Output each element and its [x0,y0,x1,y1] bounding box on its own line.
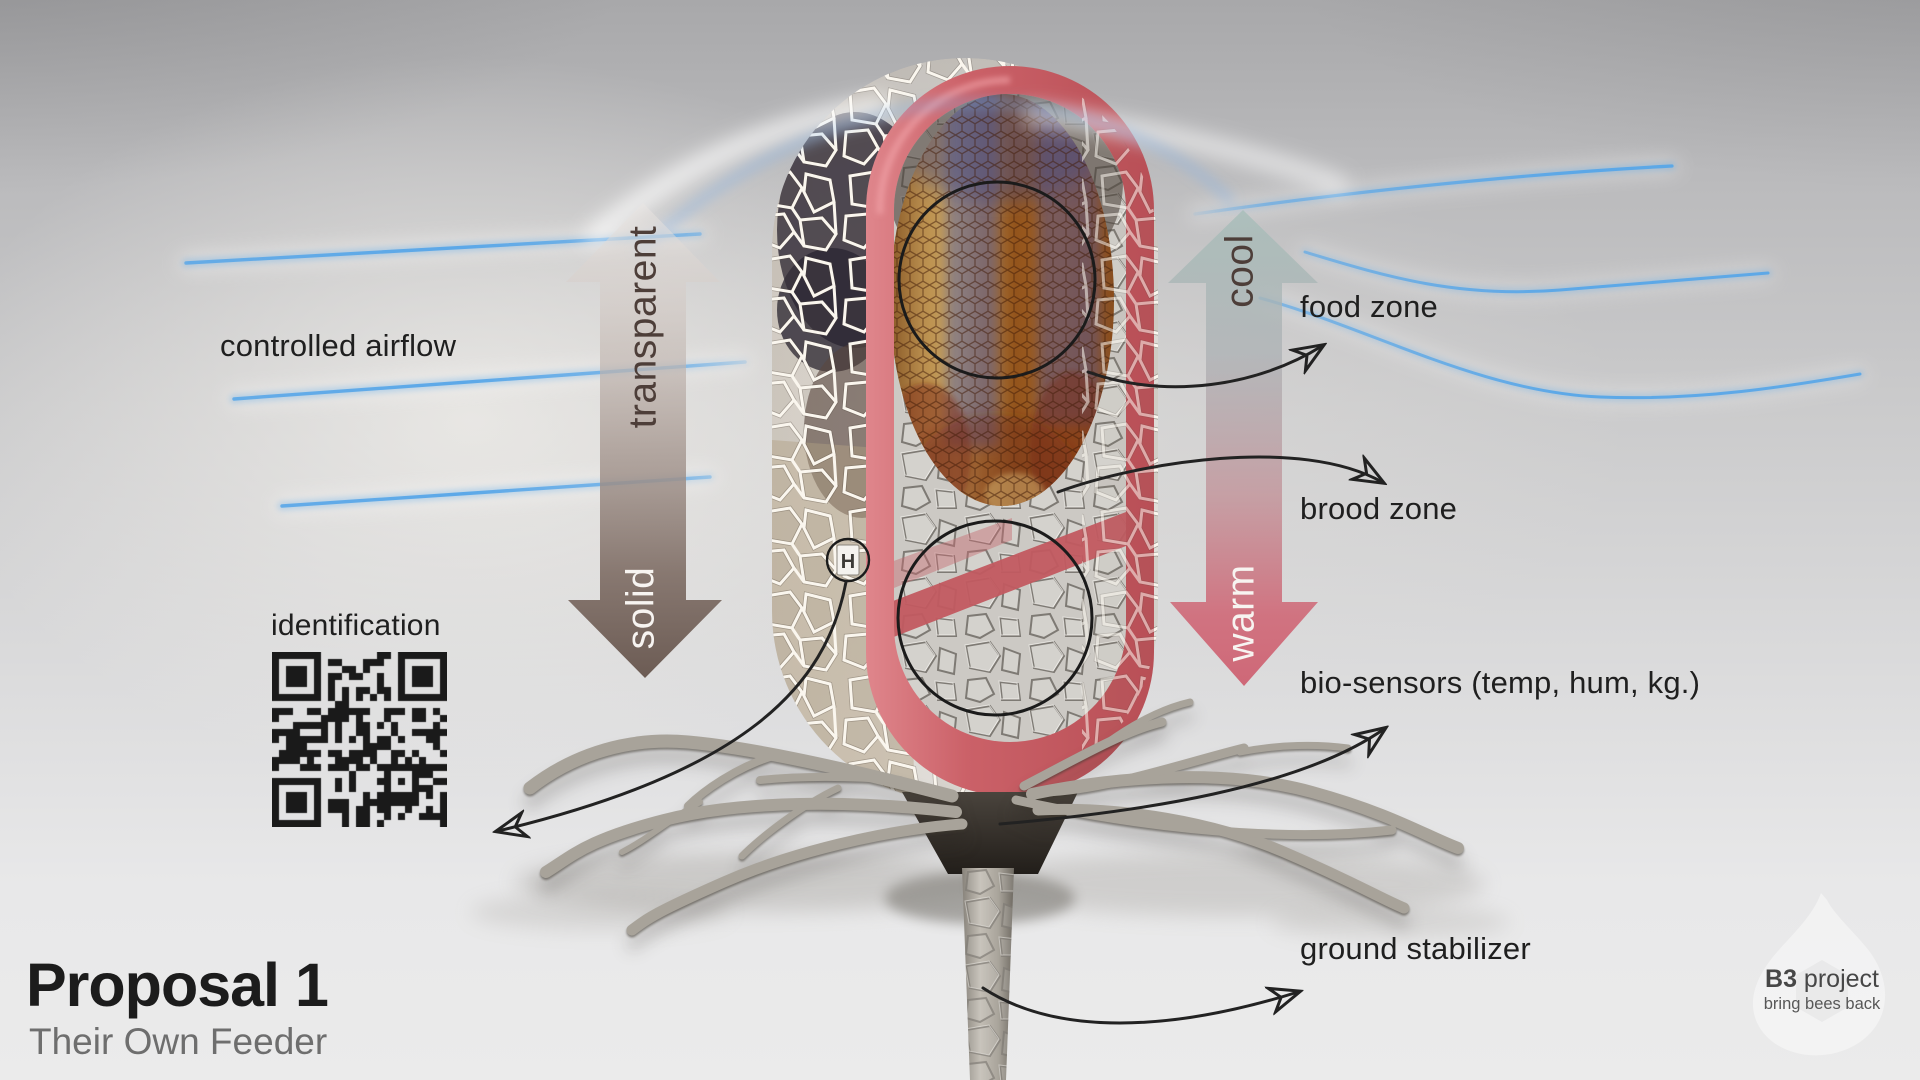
feeder-pod [772,58,1158,804]
brood-zone-circle [896,519,1094,717]
stem [962,868,1014,1080]
label-controlled-airflow: controlled airflow [220,328,457,363]
label-solid: solid [619,566,663,650]
ground-shadows [470,852,1510,938]
label-transparent: transparent [621,225,665,429]
b3-logo-mark [1752,893,1886,1056]
b3-logo-text: B3 project bring bees back [1738,965,1906,1013]
page-title: Proposal 1 [26,951,329,1019]
label-cool: cool [1218,234,1262,308]
food-zone-circle [897,180,1097,380]
label-identification: identification [271,609,441,642]
food-zone-arrow [1086,346,1322,389]
id-tag: H [836,544,860,576]
airflow-right [1188,159,1867,405]
material-arrow [566,203,722,678]
id-tag-letter: H [841,551,855,573]
bio-sensors-arrow [998,729,1384,826]
annotation-arrows [498,346,1384,1025]
b3-logo-name: B3 project [1765,965,1879,993]
qr-code [272,652,447,827]
identification-arrow [498,580,848,831]
page-subtitle: Their Own Feeder [29,1021,328,1062]
label-ground-stabilizer: ground stabilizer [1300,931,1531,966]
airflow-swooshes [586,96,1348,254]
id-marker-circle [825,537,871,583]
brood-zone-arrow [1056,457,1382,494]
label-brood-zone: brood zone [1300,491,1458,526]
label-food-zone: food zone [1300,289,1438,324]
b3-logo-tagline: bring bees back [1763,994,1881,1013]
label-warm: warm [1219,564,1263,662]
thermal-arrow [1168,210,1318,686]
label-bio-sensors: bio-sensors (temp, hum, kg.) [1300,665,1701,700]
zone-circles [825,180,1097,717]
ground-stabilizer-arrow [981,988,1298,1025]
